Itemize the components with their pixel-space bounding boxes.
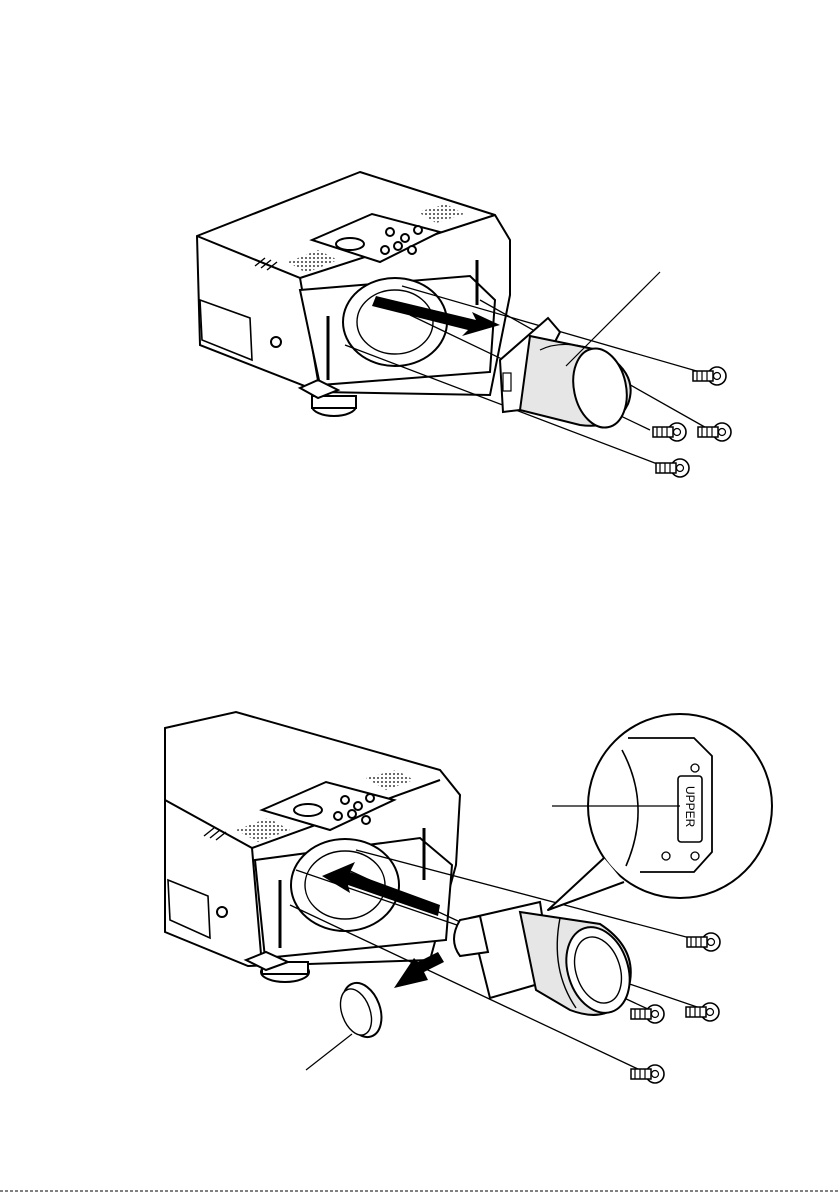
callout-leader-cap bbox=[306, 1034, 352, 1070]
screw-icon bbox=[687, 933, 720, 951]
projector-body bbox=[165, 712, 460, 982]
lens-cap-icon bbox=[335, 978, 389, 1043]
screw-icon bbox=[653, 423, 686, 441]
screw-icon bbox=[693, 367, 726, 385]
detail-magnifier: UPPER bbox=[548, 714, 772, 910]
projector-body bbox=[197, 172, 510, 416]
callout-leader-lens bbox=[566, 272, 660, 366]
standard-lens bbox=[500, 318, 634, 433]
screw-icon bbox=[686, 1003, 719, 1021]
upper-label: UPPER bbox=[683, 786, 697, 828]
optional-lens bbox=[454, 902, 640, 1021]
figure-install-lens: UPPER bbox=[165, 712, 772, 1083]
screw-icon bbox=[656, 459, 689, 477]
screw-icon bbox=[631, 1005, 664, 1023]
figure-remove-lens bbox=[197, 172, 731, 477]
